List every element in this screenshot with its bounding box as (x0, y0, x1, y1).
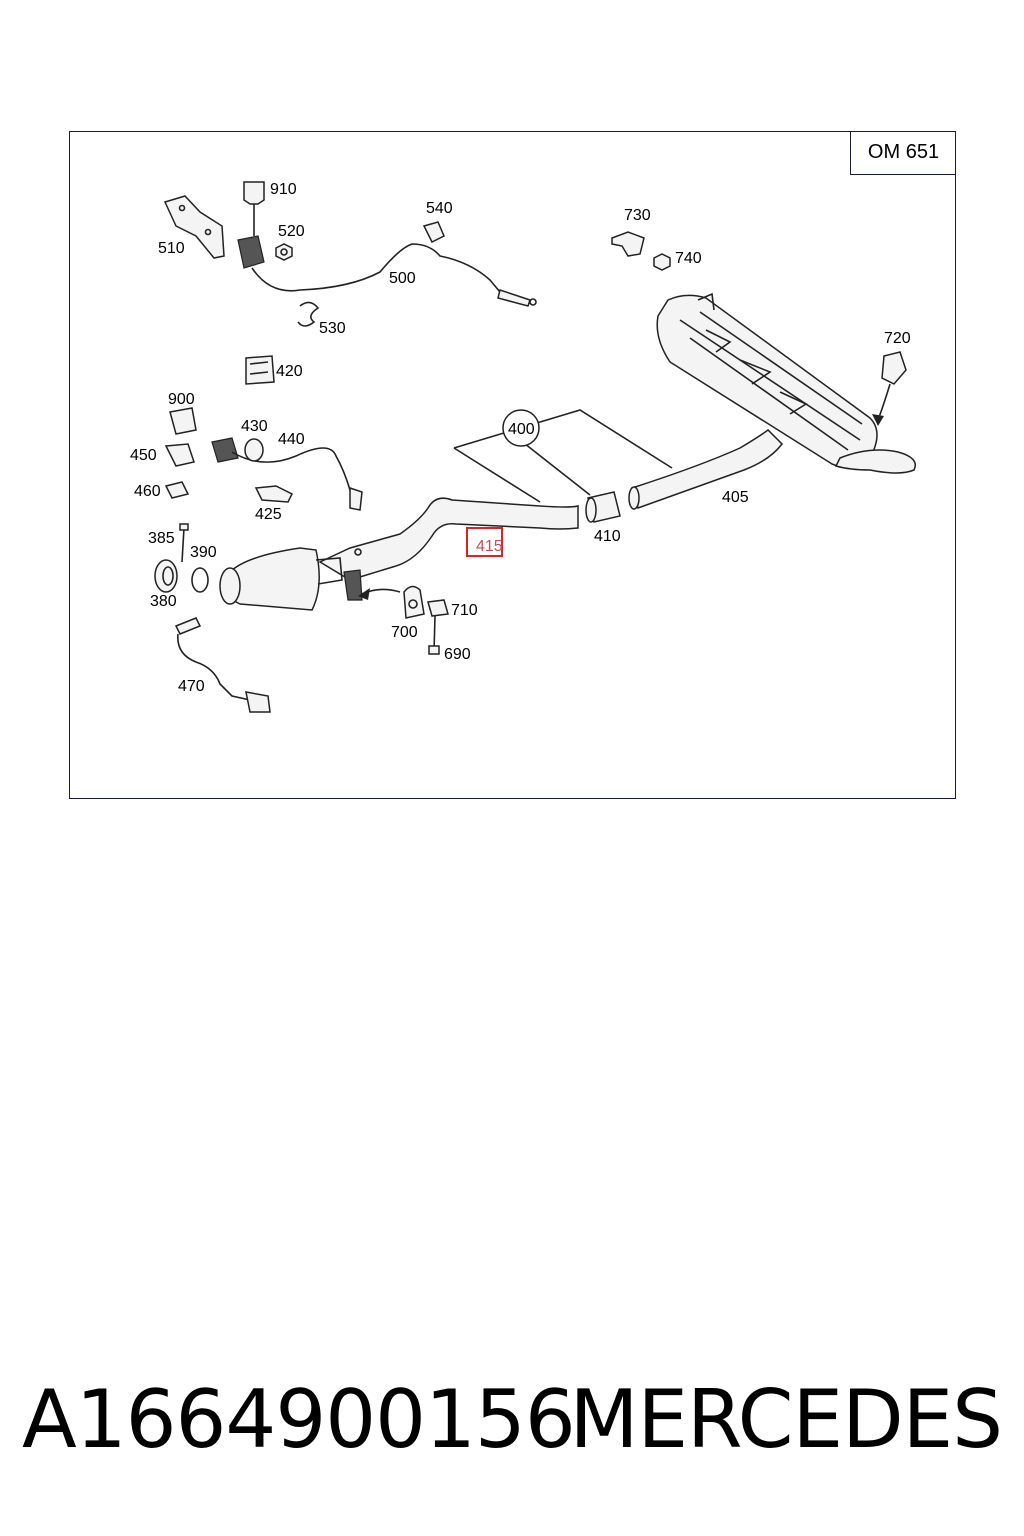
part-440-sensor-cable (211, 437, 363, 511)
part-hanger-bracket (343, 569, 401, 601)
part-720-rubber-hanger (872, 351, 907, 426)
label-520: 520 (278, 223, 305, 240)
label-710: 710 (451, 602, 478, 619)
brand-name: MERCEDES (569, 1373, 1003, 1466)
part-510-bracket (163, 195, 225, 259)
part-740-nut (653, 253, 671, 271)
label-405: 405 (722, 489, 749, 506)
label-390: 390 (190, 544, 217, 561)
caption-bar: A1664900156 MERCEDES (0, 1370, 1024, 1470)
label-460: 460 (134, 483, 161, 500)
highlight-box (466, 527, 503, 557)
label-400: 400 (508, 421, 535, 438)
label-430: 430 (241, 418, 268, 435)
part-390-gasket (191, 567, 209, 593)
engine-code: OM 651 (867, 141, 940, 163)
label-380: 380 (150, 593, 177, 610)
part-900-cover (169, 407, 197, 435)
part-460-nut (164, 481, 190, 499)
part-385-bolt (179, 523, 189, 563)
exhaust-system-drawing: 910 520 510 540 500 530 730 740 720 420 … (130, 181, 916, 713)
part-410-sleeve (585, 491, 621, 523)
part-700-rubber-mount (403, 585, 425, 619)
part-425-clamp (254, 485, 294, 503)
label-730: 730 (624, 207, 651, 224)
part-400-group-reference (453, 409, 673, 503)
label-500: 500 (389, 270, 416, 287)
part-500-sensor-cable (237, 235, 537, 307)
part-muffler (656, 292, 916, 474)
label-740: 740 (675, 250, 702, 267)
part-450-bracket (164, 443, 195, 467)
label-910: 910 (270, 181, 297, 198)
label-700: 700 (391, 624, 418, 641)
part-420-holder (245, 355, 275, 385)
part-430-grommet (244, 438, 264, 462)
part-380-clamp (154, 559, 178, 593)
part-520-nut (275, 243, 293, 261)
label-510: 510 (158, 240, 185, 257)
label-900: 900 (168, 391, 195, 408)
part-910-connector (243, 181, 265, 236)
part-470-exhaust-sensor (174, 617, 271, 713)
label-530: 530 (319, 320, 346, 337)
part-number: A1664900156 (22, 1373, 576, 1466)
part-710-bracket (427, 599, 449, 617)
label-450: 450 (130, 447, 157, 464)
part-730-hanger (611, 231, 645, 257)
label-410: 410 (594, 528, 621, 545)
label-415: 415 (476, 538, 503, 555)
part-530-clip (297, 301, 320, 327)
part-415-intermediate-pipe (318, 497, 579, 581)
label-385: 385 (148, 530, 175, 547)
part-405-rear-pipe (628, 429, 783, 510)
label-540: 540 (426, 200, 453, 217)
part-catalytic-converter (219, 547, 343, 611)
label-420: 420 (276, 363, 303, 380)
label-440: 440 (278, 431, 305, 448)
label-470: 470 (178, 678, 205, 695)
part-540-clip (422, 221, 445, 244)
label-690: 690 (444, 646, 471, 663)
engine-code-badge: OM 651 (850, 131, 956, 175)
part-690-bolt (428, 615, 440, 655)
label-720: 720 (884, 330, 911, 347)
label-425: 425 (255, 506, 282, 523)
